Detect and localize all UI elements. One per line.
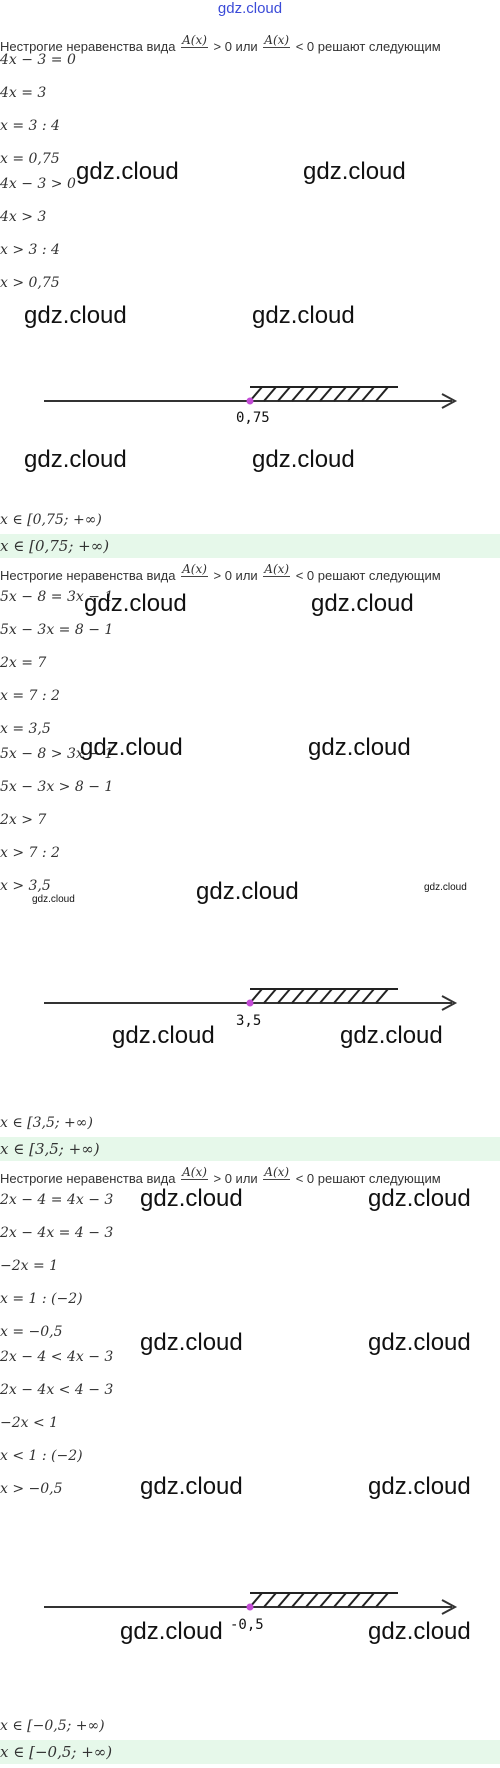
intro-gt: > 0 или [213, 567, 258, 583]
math-line: x > 0,75 [0, 275, 60, 291]
math-line: 4x − 3 = 0 [0, 52, 76, 68]
answer: x ∈ [0,75; +∞) [0, 512, 102, 528]
math-line: −2x = 1 [0, 1258, 59, 1274]
math-line: 5x − 3x > 8 − 1 [0, 779, 114, 795]
math-line: x = −0,5 [0, 1324, 63, 1340]
math-line: 5x − 8 > 3x − 1 [0, 746, 114, 762]
tick-label: -0,5 [230, 1617, 264, 1633]
fraction: A(x) [181, 34, 208, 61]
math-line: x = 7 : 2 [0, 688, 60, 704]
watermark: gdz.cloud [140, 1329, 243, 1356]
watermark: gdz.cloud [24, 302, 127, 329]
watermark: gdz.cloud [252, 446, 355, 473]
fraction: A(x) [181, 1166, 208, 1193]
watermark: gdz.cloud [368, 1473, 471, 1500]
fraction-num: A(x) [181, 1165, 208, 1180]
watermark: gdz.cloud [24, 446, 127, 473]
math-line: x = 3,5 [0, 721, 51, 737]
watermark: gdz.cloud [120, 1618, 223, 1645]
number-line [44, 386, 458, 409]
number-line [44, 1592, 458, 1615]
intro-gt: > 0 или [213, 38, 258, 54]
math-line: 2x − 4x < 4 − 3 [0, 1382, 114, 1398]
math-line: 4x = 3 [0, 85, 47, 101]
watermark: gdz.cloud [76, 158, 179, 185]
answer-highlight-text: x ∈ [−0,5; +∞) [0, 1743, 113, 1761]
math-line: 5x − 8 = 3x − 1 [0, 589, 114, 605]
answer: x ∈ [−0,5; +∞) [0, 1718, 105, 1734]
tick-label: 0,75 [236, 410, 270, 426]
answer-highlight: x ∈ [−0,5; +∞) [0, 1740, 500, 1764]
answer: x ∈ [3,5; +∞) [0, 1115, 93, 1131]
fraction: A(x) [263, 562, 291, 590]
point-marker [246, 1603, 254, 1611]
fraction-num: A(x) [263, 1165, 291, 1180]
watermark: gdz.cloud [368, 1185, 471, 1212]
math-line: x > −0,5 [0, 1481, 63, 1497]
intro-text: Нестрогие неравенства вида A(x) > 0 или … [0, 34, 441, 61]
tick-label: 3,5 [236, 1013, 262, 1029]
math-line: 4x − 3 > 0 [0, 176, 76, 192]
fraction-num: A(x) [181, 562, 208, 577]
intro-lt: < 0 решают следующим [295, 38, 441, 54]
intro-before: Нестрогие неравенства вида [0, 567, 176, 583]
answer-highlight: x ∈ [3,5; +∞) [0, 1137, 500, 1161]
watermark: gdz.cloud [311, 590, 414, 617]
math-line: x > 3,5 [0, 878, 51, 894]
intro-lt: < 0 решают следующим [295, 567, 441, 583]
answer-highlight-text: x ∈ [3,5; +∞) [0, 1140, 100, 1158]
math-line: 2x − 4 = 4x − 3 [0, 1192, 114, 1208]
watermark: gdz.cloud [84, 590, 187, 617]
fraction-num: A(x) [263, 562, 291, 577]
watermark: gdz.cloud [368, 1618, 471, 1645]
math-line: 2x = 7 [0, 655, 47, 671]
intro-text: Нестрогие неравенства вида A(x) > 0 или … [0, 1166, 441, 1193]
watermark: gdz.cloud [368, 1329, 471, 1356]
intro-gt: > 0 или [213, 1170, 258, 1186]
number-line [44, 988, 458, 1011]
math-line: x = 0,75 [0, 151, 60, 167]
watermark: gdz.cloud [80, 734, 183, 761]
point-marker [246, 397, 254, 405]
math-line: 2x > 7 [0, 812, 47, 828]
math-line: x = 3 : 4 [0, 118, 60, 134]
site-title[interactable]: gdz.cloud [217, 0, 283, 17]
intro-lt: < 0 решают следующим [295, 1170, 441, 1186]
watermark: gdz.cloud [252, 302, 355, 329]
math-line: 2x − 4 < 4x − 3 [0, 1349, 114, 1365]
math-line: 4x > 3 [0, 209, 47, 225]
fraction: A(x) [263, 33, 291, 61]
watermark: gdz.cloud [32, 894, 75, 905]
math-line: x = 1 : (−2) [0, 1291, 83, 1307]
fraction: A(x) [181, 563, 208, 590]
fraction-num: A(x) [181, 33, 208, 48]
math-line: −2x < 1 [0, 1415, 59, 1431]
answer-highlight: x ∈ [0,75; +∞) [0, 534, 500, 558]
watermark: gdz.cloud [340, 1022, 443, 1049]
watermark: gdz.cloud [140, 1473, 243, 1500]
watermark: gdz.cloud [303, 158, 406, 185]
watermark: gdz.cloud [196, 878, 299, 905]
answer-highlight-text: x ∈ [0,75; +∞) [0, 537, 110, 555]
watermark: gdz.cloud [424, 882, 467, 893]
watermark: gdz.cloud [308, 734, 411, 761]
math-line: x > 3 : 4 [0, 242, 60, 258]
intro-before: Нестрогие неравенства вида [0, 38, 176, 54]
intro-before: Нестрогие неравенства вида [0, 1170, 176, 1186]
watermark: gdz.cloud [112, 1022, 215, 1049]
point-marker [246, 999, 254, 1007]
fraction-num: A(x) [263, 33, 291, 48]
math-line: x < 1 : (−2) [0, 1448, 83, 1464]
intro-text: Нестрогие неравенства вида A(x) > 0 или … [0, 563, 441, 590]
math-line: 2x − 4x = 4 − 3 [0, 1225, 114, 1241]
math-line: x > 7 : 2 [0, 845, 60, 861]
math-line: 5x − 3x = 8 − 1 [0, 622, 114, 638]
fraction: A(x) [263, 1165, 291, 1193]
watermark: gdz.cloud [140, 1185, 243, 1212]
